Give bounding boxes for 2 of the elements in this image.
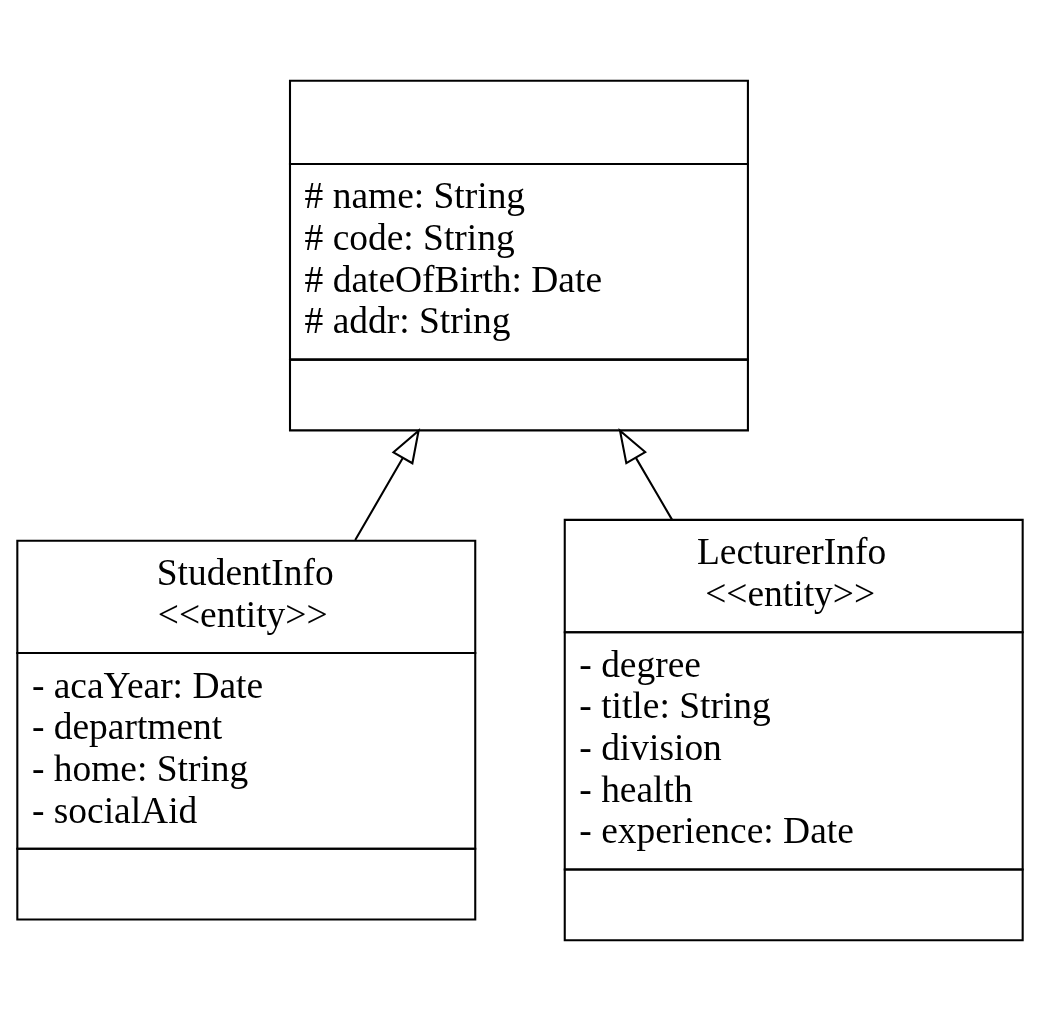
arrow [617,427,673,521]
arrow [353,428,420,541]
